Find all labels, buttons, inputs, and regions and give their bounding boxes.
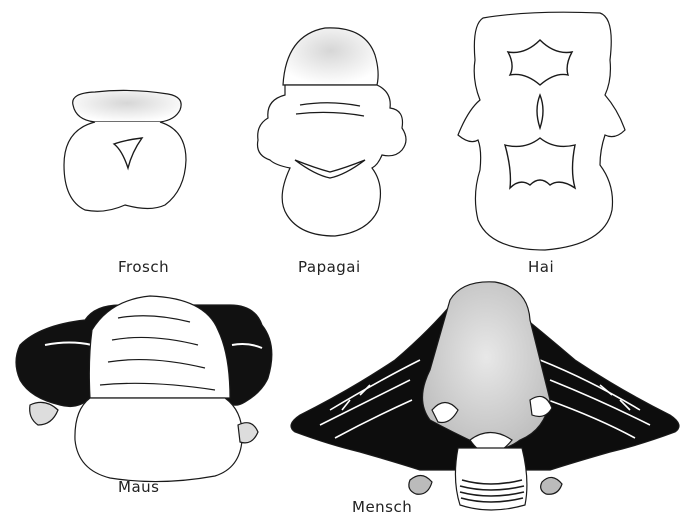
human-brain-section <box>291 282 679 510</box>
frog-cerebellum <box>73 90 181 122</box>
frog-brain-section <box>64 90 186 211</box>
parrot-cerebellum <box>283 28 378 85</box>
label-frosch: Frosch <box>118 258 169 276</box>
shark-brain-section <box>458 12 625 250</box>
human-left-flocculus <box>409 475 432 494</box>
human-right-flocculus <box>541 477 562 494</box>
mouse-right-flocculus <box>238 423 258 443</box>
mouse-left-flocculus <box>30 402 58 425</box>
mouse-medulla <box>75 398 242 482</box>
mouse-brain-section <box>16 296 272 482</box>
label-mensch: Mensch <box>352 498 412 516</box>
parrot-medulla <box>258 85 407 236</box>
label-maus: Maus <box>118 478 159 496</box>
human-medulla-oblongata <box>455 448 526 510</box>
parrot-brain-section <box>258 28 407 236</box>
frog-medulla <box>64 122 186 211</box>
human-vermis <box>423 282 551 449</box>
label-hai: Hai <box>528 258 554 276</box>
label-papagai: Papagai <box>298 258 361 276</box>
